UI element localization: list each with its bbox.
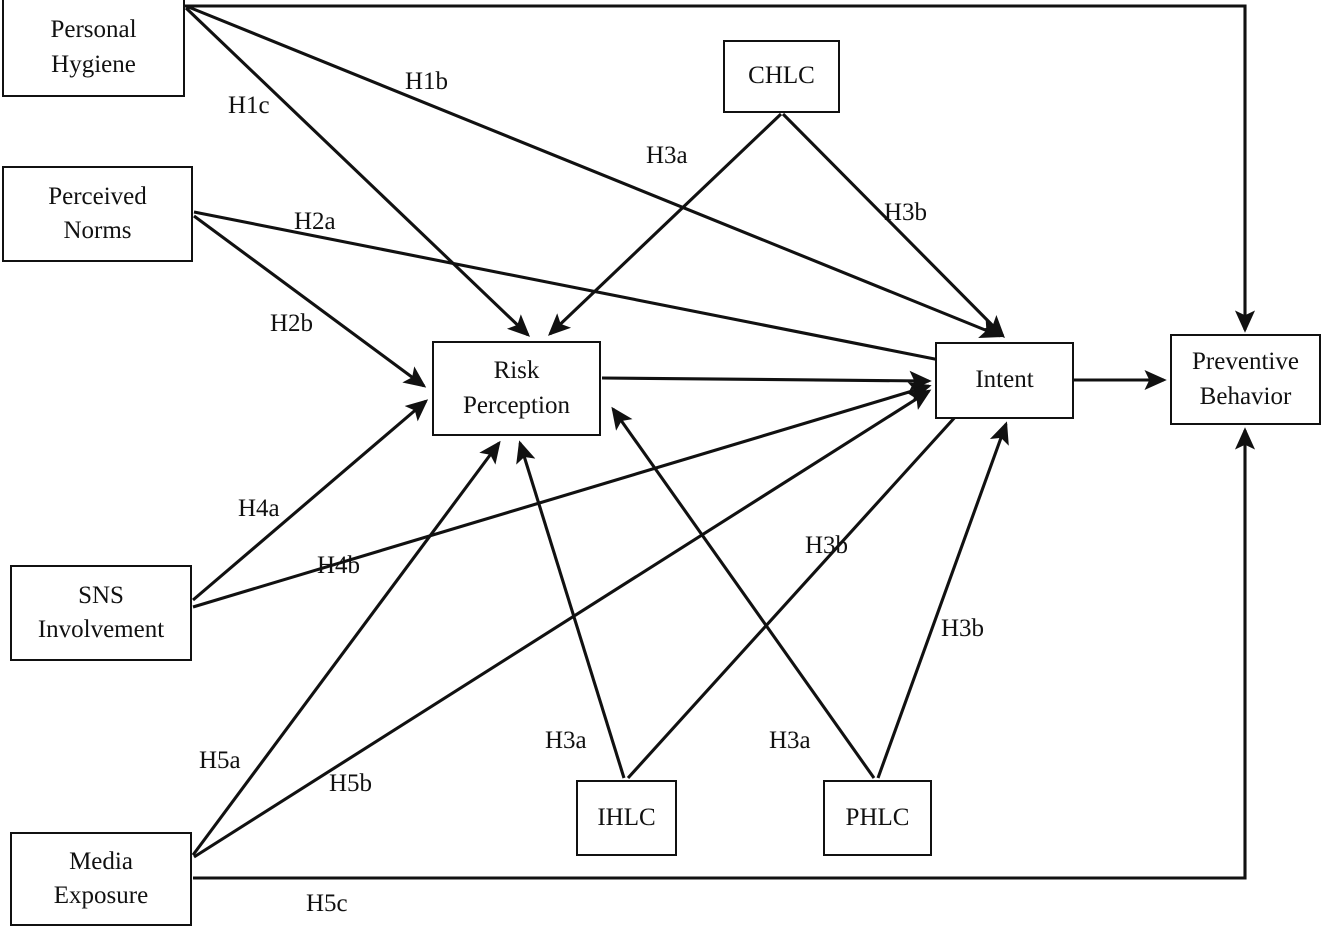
node-label-line2: Hygiene [51,50,136,78]
edge-h2b [193,214,427,388]
node-label-line2: Perception [463,391,570,419]
edge-label-h4a: H4a [238,495,280,522]
edge-label-h5b: H5b [329,770,373,797]
node-chlc[interactable]: CHLC [723,40,840,113]
edge-h3b-ihlc [626,359,1007,780]
edge-risk-perception-intent [601,370,932,391]
edge-label-h3a-phlc: H3a [769,727,811,754]
edge-h3a-ihlc [516,440,626,779]
edge-label-h1b: H1b [405,68,449,95]
node-perceived-norms[interactable]: Perceived Norms [2,166,193,262]
edge-label-h4b: H4b [317,552,361,579]
edge-h1a [185,4,1256,333]
edge-h3b-phlc [876,421,1009,779]
node-sns-involvement[interactable]: SNS Involvement [10,565,192,661]
node-preventive-behavior[interactable]: Preventive Behavior [1170,334,1321,425]
node-personal-hygiene[interactable]: Personal Hygiene [2,0,185,97]
edge-h1c [184,6,531,337]
edge-h3b-chlc [781,112,1005,338]
edge-label-h3b-ihlc: H3b [805,532,849,559]
edge-label-h5a: H5a [199,747,241,774]
edge-label-h3a-ihlc: H3a [545,727,587,754]
node-label-line1: Preventive [1192,348,1299,375]
node-label-line2: Exposure [53,882,149,909]
edge-label-h5c: H5c [306,890,348,917]
node-label-line1: SNS [78,581,124,609]
node-label-line1: PHLC [845,803,910,831]
node-label-line1: Personal [50,16,137,43]
edge-h4b [192,381,932,609]
edge-h1b [185,4,1003,338]
node-intent[interactable]: Intent [935,342,1074,419]
edge-h2a [193,210,983,375]
node-label-line1: Intent [975,366,1034,394]
edge-h5a [191,440,501,856]
edge-label-h2b: H2b [270,310,314,337]
edge-label-h1c: H1c [228,92,270,119]
node-risk-perception[interactable]: Risk Perception [432,341,601,436]
edge-h5c [193,427,1256,880]
node-label-line2: Norms [63,217,132,244]
node-ihlc[interactable]: IHLC [576,780,677,856]
edge-label-h3b-phlc: H3b [941,615,985,642]
node-label-line1: Perceived [48,182,147,210]
node-label-line1: CHLC [748,62,815,90]
node-label-line1: IHLC [597,803,656,831]
edge-h5b [193,389,932,859]
node-label-line1: Media [69,847,133,875]
edge-label-h3b-chlc: H3b [884,199,928,226]
edge-label-h3a-chlc: H3a [646,142,688,169]
edge-h3a-phlc [611,406,876,779]
node-phlc[interactable]: PHLC [823,780,932,856]
edge-h4a [191,399,429,602]
node-label-line2: Involvement [37,616,165,643]
node-label-line2: Behavior [1199,382,1292,410]
node-label-line1: Risk [493,357,540,384]
edge-label-h2a: H2a [294,208,336,235]
node-media-exposure[interactable]: Media Exposure [10,832,192,926]
edge-h3a-chlc [547,112,783,336]
